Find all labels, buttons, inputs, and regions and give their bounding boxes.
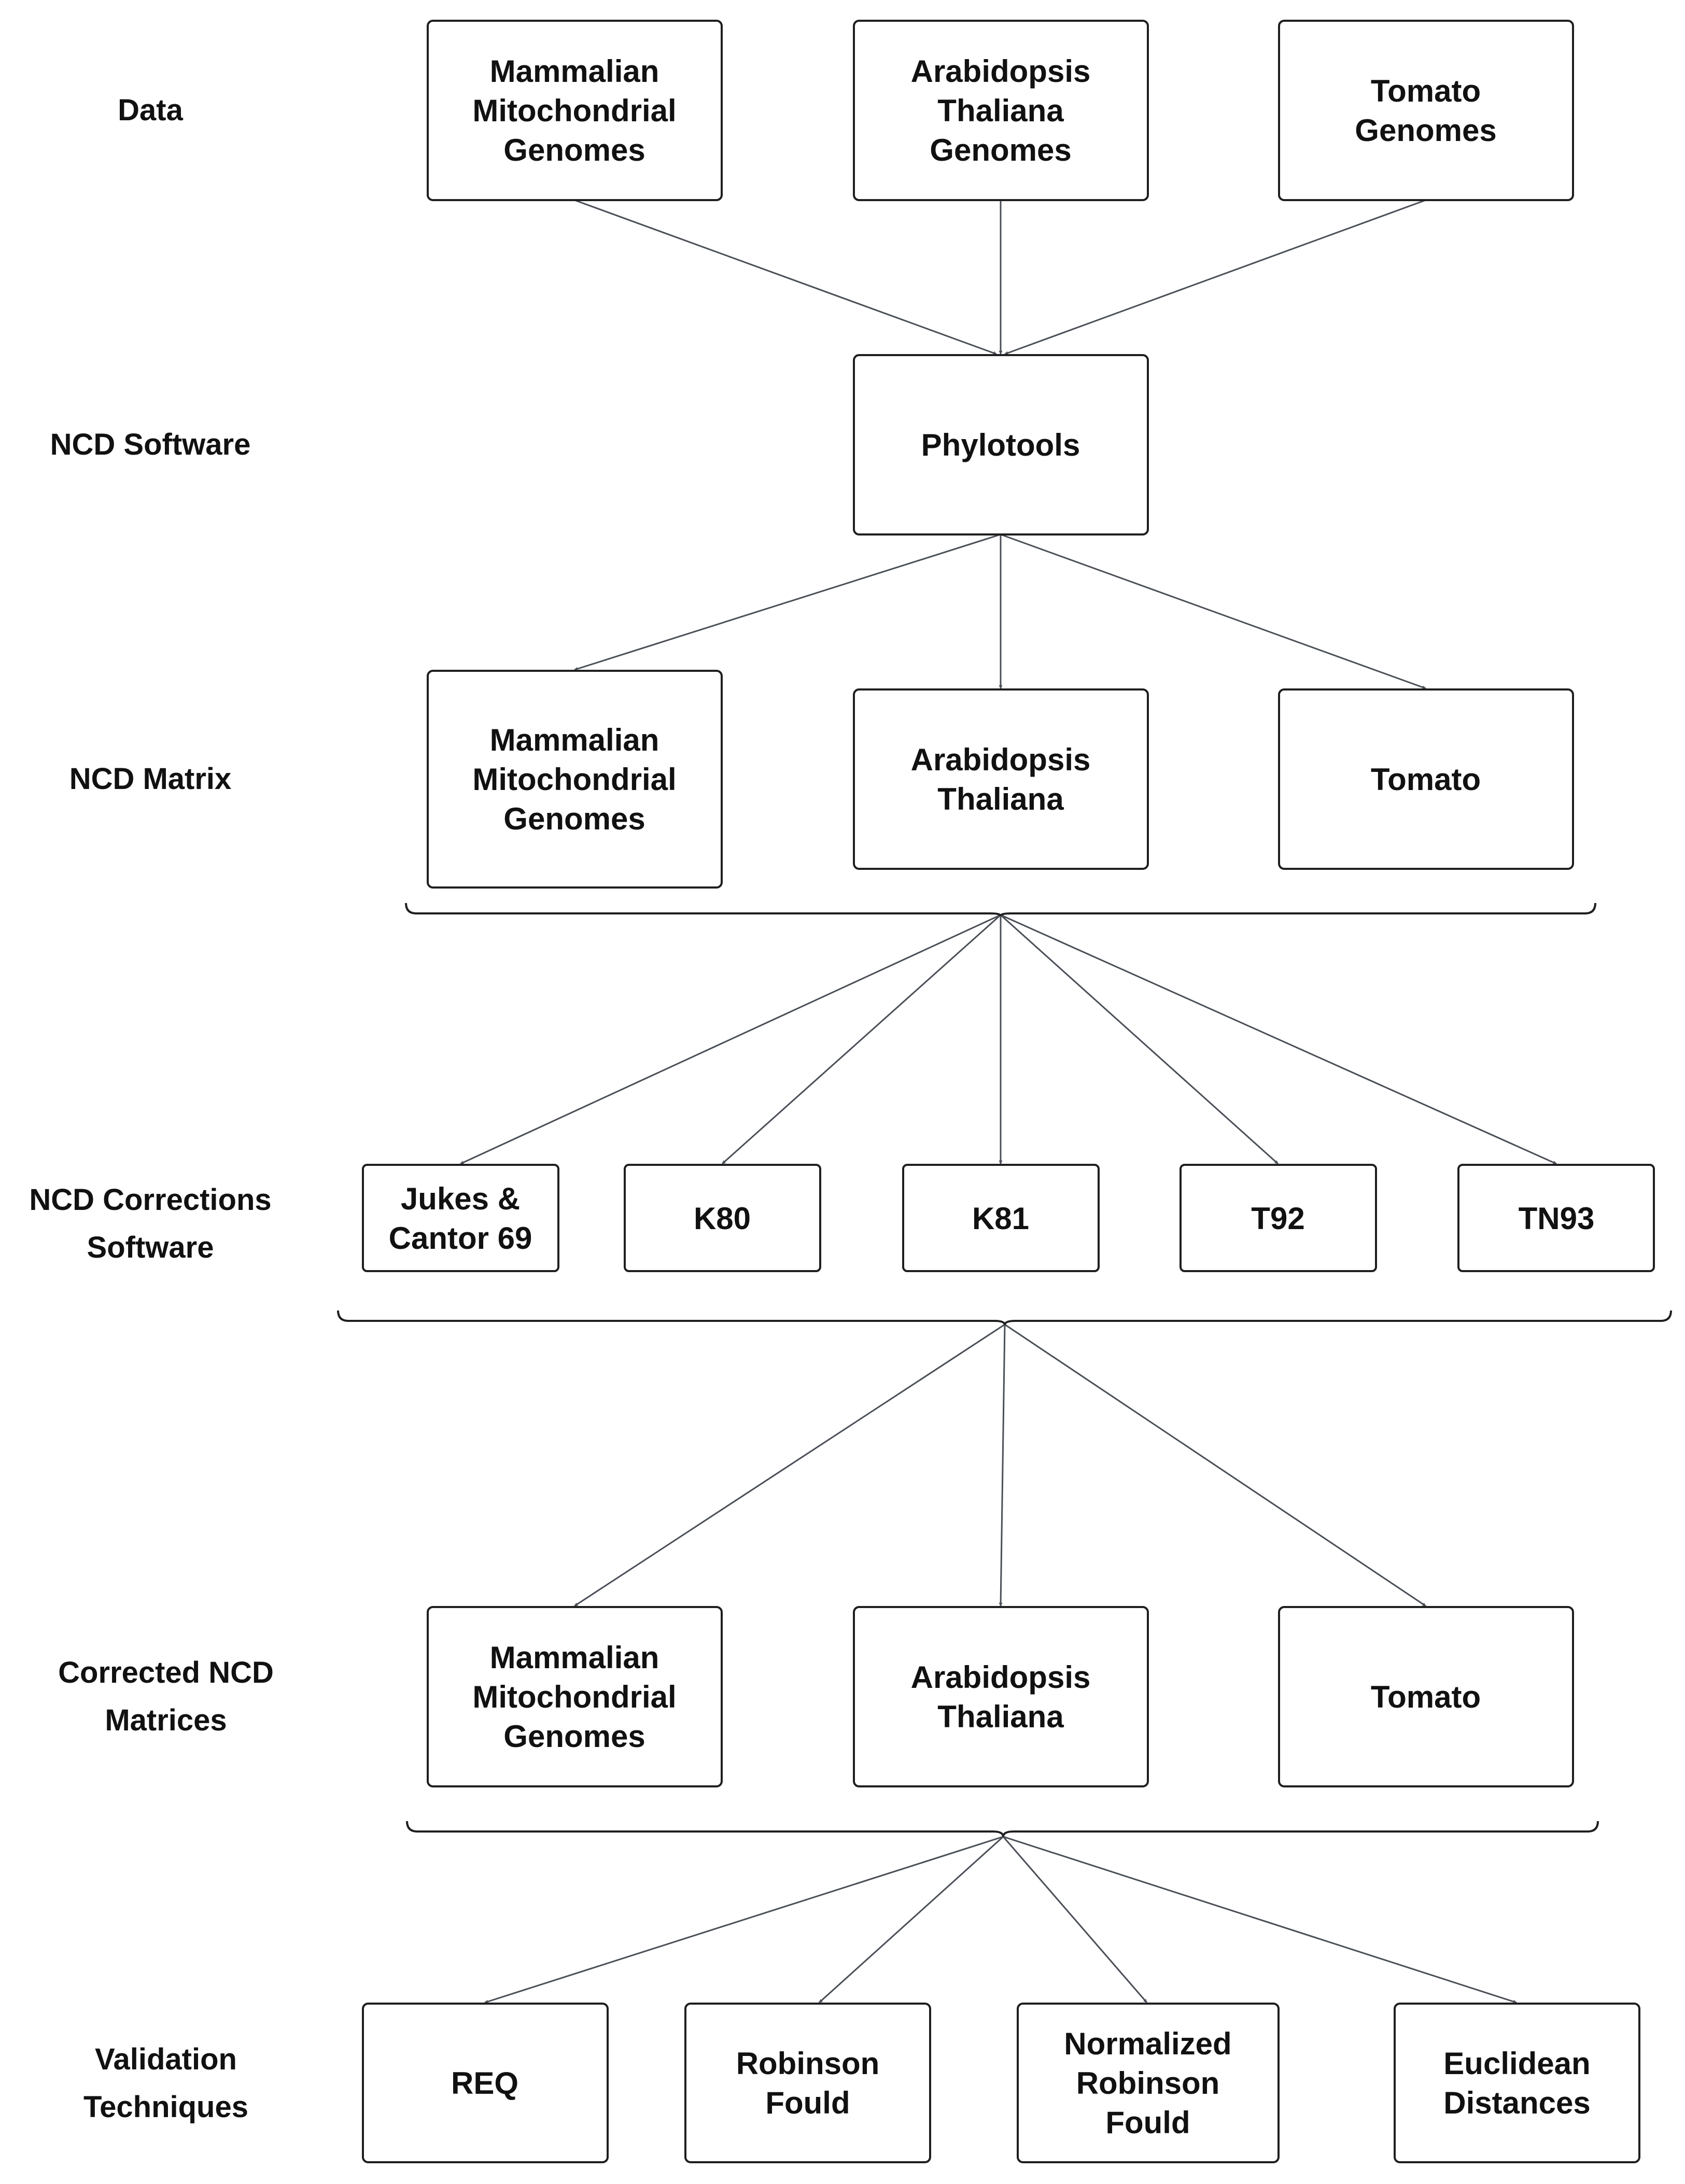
row-labels: Data NCD Software NCD Matrix NCD Correct… xyxy=(29,93,274,2124)
row-label-ncd-software: NCD Software xyxy=(50,428,251,461)
node-val-req: REQ xyxy=(362,2003,609,2163)
edge-brace2-to-cm-mammalian xyxy=(574,1323,1005,1607)
node-corr-k81: K81 xyxy=(902,1164,1100,1272)
node-phylotools-label: Phylotools xyxy=(921,428,1080,462)
edge-data-tomato-to-phylotools xyxy=(1004,199,1426,355)
braces xyxy=(337,903,1672,1837)
row-label-data: Data xyxy=(118,93,183,127)
edge-brace3-to-req xyxy=(484,1836,1004,2004)
edge-brace1-to-jc69 xyxy=(460,914,1001,1165)
node-corr-t92: T92 xyxy=(1180,1164,1377,1272)
node-corr-tn93-label: TN93 xyxy=(1519,1201,1595,1236)
node-corr-tn93: TN93 xyxy=(1457,1164,1655,1272)
node-phylotools: Phylotools xyxy=(853,354,1149,536)
edge-brace1-to-tn93 xyxy=(1000,914,1557,1165)
node-corr-k81-label: K81 xyxy=(972,1201,1029,1236)
edge-brace3-to-rf xyxy=(818,1836,1004,2004)
edge-phylotools-to-matrix-tomato xyxy=(1000,533,1426,689)
node-cm-tomato-label: Tomato xyxy=(1371,1680,1481,1714)
edge-brace2-to-cm-arabidopsis xyxy=(999,1324,1006,1607)
edge-brace3-to-euclid xyxy=(1003,1836,1517,2004)
node-corr-t92-label: T92 xyxy=(1251,1201,1304,1236)
edge-brace3-to-nrf xyxy=(1002,1836,1148,2003)
node-corr-k80: K80 xyxy=(624,1164,821,1272)
brace-corrections xyxy=(337,1310,1672,1326)
edge-brace1-to-k80 xyxy=(722,914,1001,1165)
edge-brace2-to-cm-tomato xyxy=(1004,1323,1426,1607)
node-cm-tomato: Tomato xyxy=(1278,1606,1574,1787)
node-corr-jc69-label: Jukes &Cantor 69 xyxy=(389,1181,532,1256)
node-val-req-label: REQ xyxy=(451,2066,518,2101)
edge-brace1-to-t92 xyxy=(1000,914,1279,1165)
node-corr-jc69: Jukes &Cantor 69 xyxy=(362,1164,559,1272)
edges xyxy=(460,199,1557,2004)
row-label-ncd-matrix: NCD Matrix xyxy=(69,762,232,796)
node-matrix-tomato: Tomato xyxy=(1278,688,1574,870)
edge-phylotools-to-matrix-mammalian xyxy=(574,533,1001,671)
node-matrix-tomato-label: Tomato xyxy=(1371,762,1481,797)
brace-corrected xyxy=(406,1821,1599,1837)
node-corr-k80-label: K80 xyxy=(694,1201,751,1236)
edge-data-mammalian-to-phylotools xyxy=(574,199,997,355)
brace-matrix xyxy=(405,903,1596,917)
